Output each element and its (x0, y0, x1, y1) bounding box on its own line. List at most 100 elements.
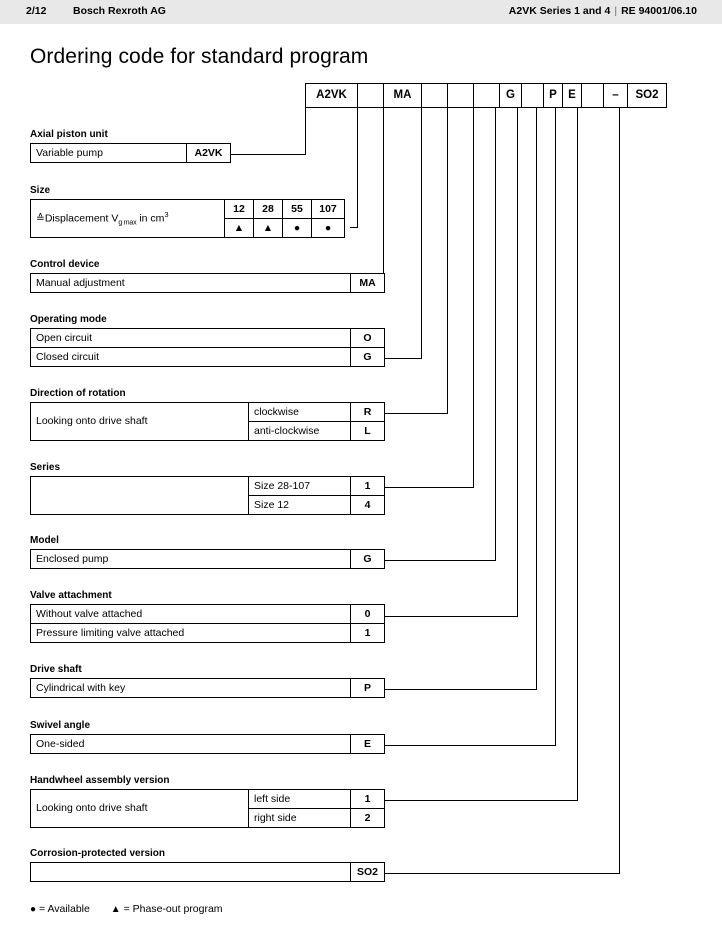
row-code: G (350, 549, 385, 569)
row-code: 4 (350, 495, 385, 515)
row-mid-label: clockwise (248, 402, 351, 422)
triangle-icon: ▲ (110, 904, 121, 915)
ordering-code-cell-2: MA (384, 84, 422, 107)
section-title-size: Size (30, 185, 51, 196)
connector-v-size (357, 108, 359, 228)
row-code: R (350, 402, 385, 422)
table-row: Open circuit O (30, 328, 385, 348)
row-label: Open circuit (30, 328, 351, 348)
connector-h-series (350, 487, 474, 489)
connector-h-corrosion (350, 873, 620, 875)
section-title-model: Model (30, 535, 59, 546)
table-row: Pressure limiting valve attached 1 (30, 623, 385, 643)
connector-h-driveshaft (350, 689, 537, 691)
row-label: Closed circuit (30, 347, 351, 367)
ordering-code-cell-0: A2VK (306, 84, 358, 107)
size-value: 55 (282, 199, 312, 219)
row-code: G (350, 347, 385, 367)
connector-v-control (383, 108, 385, 285)
connector-h-axial (184, 154, 306, 156)
section-valve-attachment: Valve attachment Without valve attached … (30, 590, 385, 643)
connector-v-driveshaft (536, 108, 538, 690)
section-title-axial-piston-unit: Axial piston unit (30, 129, 108, 140)
table-row: Size 28-107 1 (30, 476, 385, 515)
row-label: One-sided (30, 734, 351, 754)
table-row: Looking onto drive shaft clockwise R (30, 402, 385, 441)
row-mid-label: Size 12 (248, 495, 351, 515)
connector-v-valve (517, 108, 519, 617)
doc-series: A2VK Series 1 and 4 (508, 5, 611, 17)
section-title-valve-attachment: Valve attachment (30, 590, 112, 601)
merged-row-label: Looking onto drive shaft (30, 789, 249, 828)
row-label: Manual adjustment (30, 273, 351, 293)
size-symbol: ● (282, 218, 312, 238)
table-valve-attachment: Without valve attached 0 Pressure limiti… (30, 604, 385, 643)
connector-h-valve (350, 616, 518, 618)
section-direction-of-rotation: Direction of rotation Looking onto drive… (30, 388, 385, 441)
table-row: ≙Displacement Vg max in cm3 12 28 55 107 (30, 199, 345, 238)
ordering-code-cell-9: E (563, 84, 582, 107)
connector-h-size (350, 227, 358, 229)
row-code: L (350, 421, 385, 441)
row-label: Pressure limiting valve attached (30, 623, 351, 643)
ordering-code-cell-8: P (544, 84, 563, 107)
row-code: MA (350, 273, 385, 293)
row-label: Without valve attached (30, 604, 351, 624)
row-code: A2VK (186, 143, 231, 163)
section-title-series: Series (30, 462, 61, 473)
table-row: Manual adjustment MA (30, 273, 385, 293)
size-value: 12 (224, 199, 254, 219)
merged-row-label (30, 476, 249, 515)
section-drive-shaft: Drive shaft Cylindrical with key P (30, 664, 385, 698)
table-series: Size 28-107 1 Size 12 4 (30, 476, 385, 515)
legend-phaseout-text: = Phase-out program (123, 903, 223, 915)
ordering-code-cell-1 (358, 84, 384, 107)
doc-number: RE 94001/06.10 (621, 5, 697, 17)
table-axial-piston-unit: Variable pump A2VK (30, 143, 231, 163)
connector-h-handwheel (350, 800, 578, 802)
connector-v-series (473, 108, 475, 488)
row-label: Cylindrical with key (30, 678, 351, 698)
size-label-suffix: in cm (136, 212, 165, 225)
size-label-sup: 3 (164, 209, 169, 219)
table-row: Closed circuit G (30, 347, 385, 367)
document-reference: A2VK Series 1 and 4|RE 94001/06.10 (509, 5, 697, 17)
table-handwheel-assembly-version: Looking onto drive shaft left side 1 rig… (30, 789, 385, 828)
table-control-device: Manual adjustment MA (30, 273, 385, 293)
legend: ● = Available ▲ = Phase-out program (30, 903, 241, 915)
section-title-control-device: Control device (30, 259, 100, 270)
connector-v-model (495, 108, 497, 561)
row-code: P (350, 678, 385, 698)
company-name: Bosch Rexroth AG (73, 5, 166, 17)
connector-v-swivel (555, 108, 557, 746)
connector-v-axial (305, 108, 307, 155)
section-title-drive-shaft: Drive shaft (30, 664, 82, 675)
ordering-code-cell-6: G (500, 84, 522, 107)
section-title-corrosion-protected-version: Corrosion-protected version (30, 848, 166, 859)
legend-item-available: ● = Available (30, 903, 90, 915)
ordering-code-cell-5 (474, 84, 500, 107)
ordering-code-cell-10 (582, 84, 604, 107)
row-code: SO2 (350, 862, 385, 882)
page-header-band: 2/12 Bosch Rexroth AG A2VK Series 1 and … (0, 0, 722, 24)
section-swivel-angle: Swivel angle One-sided E (30, 720, 385, 754)
row-code: 1 (350, 789, 385, 809)
table-corrosion-protected-version: SO2 (30, 862, 385, 882)
row-mid-label: left side (248, 789, 351, 809)
section-title-direction-of-rotation: Direction of rotation (30, 388, 126, 399)
ordering-code-cell-4 (448, 84, 474, 107)
section-operating-mode: Operating mode Open circuit O Closed cir… (30, 314, 385, 367)
size-label-prefix: ≙ (36, 212, 45, 225)
table-row: anti-clockwise L (31, 421, 385, 441)
connector-v-rotation (447, 108, 449, 414)
size-symbol: ▲ (253, 218, 283, 238)
connector-v-operating (421, 108, 423, 359)
size-row-label: ≙Displacement Vg max in cm3 (30, 199, 225, 238)
table-row: ▲ ▲ ● ● (31, 218, 345, 238)
section-size: Size ≙Displacement Vg max in cm3 12 28 5… (30, 185, 345, 238)
size-value: 28 (253, 199, 283, 219)
circle-icon: ● (30, 904, 37, 915)
row-mid-label: Size 28-107 (248, 476, 351, 496)
table-row: right side 2 (31, 808, 385, 828)
